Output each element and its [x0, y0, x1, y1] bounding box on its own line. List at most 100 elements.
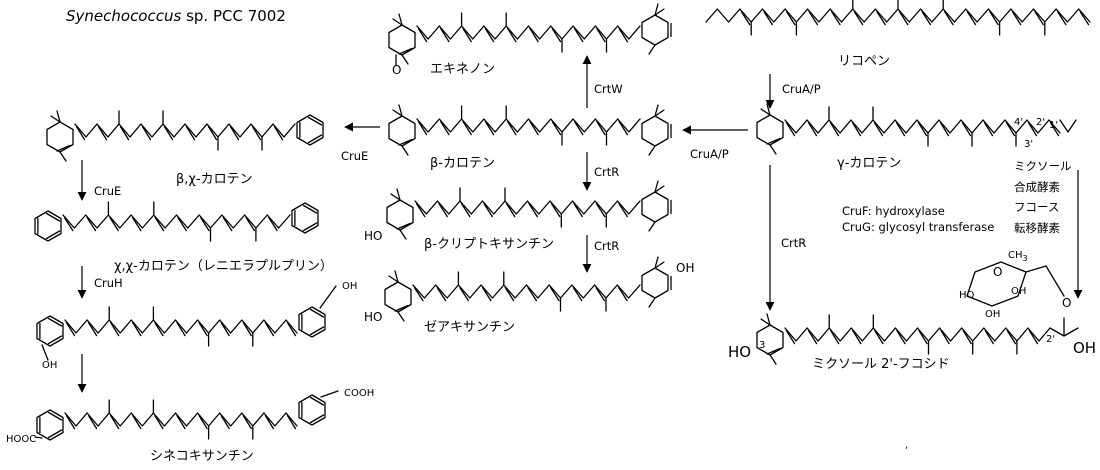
polyene-chain — [414, 200, 641, 215]
double-bond — [1034, 10, 1044, 26]
myxol-fucoside-structure — [756, 313, 1079, 365]
double-bond — [851, 121, 862, 137]
locant-3p: 3' — [1024, 139, 1033, 150]
label-beta-carotene: β-カロテン — [430, 156, 495, 171]
double-bond — [220, 321, 230, 337]
gem-dimethyl — [654, 3, 665, 16]
double-bond — [785, 121, 796, 137]
atom-ho-myxol: HO — [728, 343, 751, 361]
double-bond — [264, 321, 275, 337]
double-bond — [460, 202, 471, 218]
double-bond — [505, 202, 516, 218]
label-echinenone: エキネノン — [430, 62, 495, 77]
double-bond — [97, 125, 108, 141]
double-bond — [550, 202, 561, 218]
double-bond — [740, 10, 751, 26]
double-bond — [962, 329, 972, 345]
aromatic-double-bond — [307, 134, 323, 144]
myxol-tail — [1049, 317, 1079, 337]
atom-ho-crypto: HO — [364, 229, 382, 243]
enzyme-crtr-gamma: CrtR — [781, 236, 806, 250]
aromatic-double-bond — [309, 396, 325, 406]
gamma-carotene-structure — [756, 103, 1077, 155]
ring-methyl — [648, 221, 656, 232]
fucose-ring-structure — [966, 261, 1065, 307]
double-bond — [529, 27, 539, 43]
double-bond — [918, 329, 928, 345]
ring — [46, 121, 74, 153]
double-bond — [573, 27, 584, 43]
enzyme-cruap-lycopene: CruA/P — [782, 82, 821, 96]
ring-double-bond — [396, 222, 411, 230]
double-bond — [1049, 121, 1060, 137]
double-bond — [440, 27, 450, 43]
gem-dimethyl — [760, 313, 771, 326]
double-bond — [528, 202, 538, 218]
ring-double-bond — [398, 138, 413, 146]
label-beta-cryptoxanthin: β-クリプトキサンチン — [424, 237, 554, 252]
double-bond — [898, 10, 909, 26]
double-bond — [417, 27, 428, 43]
double-bond — [961, 121, 972, 137]
double-bond — [939, 121, 950, 137]
beta-cryptoxanthin-structure — [386, 180, 672, 240]
aromatic-ring — [36, 315, 64, 347]
aromatic-ring — [291, 202, 319, 234]
double-bond — [573, 202, 583, 218]
ring-double-bond — [394, 304, 409, 312]
aromatic-ring — [296, 114, 324, 146]
enzyme-cruap-gamma: CruA/P — [690, 147, 729, 161]
organism-strain: sp. PCC 7002 — [181, 7, 286, 25]
double-bond — [87, 414, 98, 430]
aromatic-ring — [298, 394, 326, 426]
enzyme-cruh: CruH — [94, 276, 123, 290]
double-bond — [462, 27, 472, 43]
double-bond — [65, 321, 76, 337]
double-bond — [876, 10, 886, 26]
gem-dimethyl — [50, 110, 61, 123]
chi-chi-carotene-structure — [34, 201, 319, 242]
double-bond — [596, 120, 606, 136]
enzyme-crtr-crypto: CrtR — [594, 239, 619, 253]
double-bond — [984, 329, 994, 345]
double-bond — [242, 414, 252, 430]
double-bond — [895, 121, 906, 137]
gem-dimethyl — [654, 180, 665, 193]
ring-methyl — [401, 145, 409, 156]
locant-2p-myxol: 2' — [1046, 334, 1055, 345]
double-bond — [273, 125, 284, 141]
hydroxymethyl-intermediate-structure — [36, 285, 337, 361]
synechoxanthin-structure — [34, 390, 339, 441]
double-bond — [264, 414, 275, 430]
double-bond — [921, 10, 932, 26]
zeaxanthin-structure — [384, 256, 672, 322]
double-bond — [989, 10, 999, 26]
ring — [388, 24, 416, 56]
double-bond — [141, 125, 152, 141]
ring — [756, 114, 784, 146]
double-bond — [413, 286, 424, 302]
organism-genus: Synechococcus — [66, 7, 181, 25]
double-bond — [268, 216, 278, 232]
locant-2p: 2' — [1036, 117, 1045, 128]
carboxyl-bond — [320, 390, 339, 398]
locant-1p: 1' — [1049, 120, 1058, 131]
double-bond — [86, 216, 97, 232]
double-bond — [417, 120, 428, 136]
ring — [641, 115, 669, 147]
double-bond — [163, 125, 174, 141]
hydroxymethyl-bond — [319, 285, 337, 309]
double-bond — [1027, 121, 1038, 137]
ring-double-bond — [56, 144, 71, 152]
double-bond — [462, 120, 472, 136]
double-bond — [507, 120, 517, 136]
double-bond — [618, 120, 629, 136]
double-bond — [807, 329, 818, 345]
aromatic-double-bond — [47, 429, 63, 439]
double-bond — [785, 329, 796, 345]
atom-glycosidic-o: O — [1062, 296, 1071, 310]
double-bond — [917, 121, 928, 137]
atom-oh-hydroxymethyl-right: OH — [342, 281, 357, 292]
double-bond — [1006, 329, 1017, 345]
myxol-enzyme-line-2: 合成酵素 — [1014, 180, 1060, 194]
